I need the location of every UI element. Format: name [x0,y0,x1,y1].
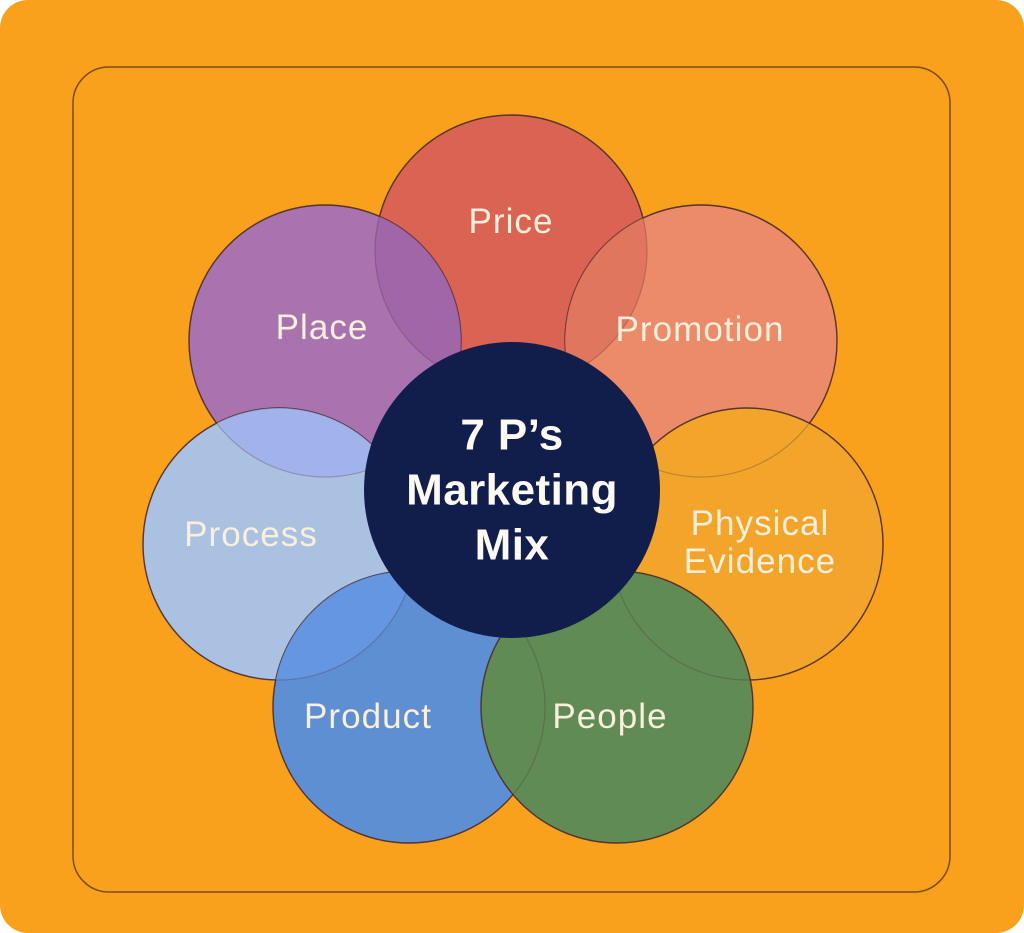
overlap-lens-place-price [375,205,461,387]
overlap-lens-product-process [273,571,415,680]
frame-border [72,66,951,893]
overlap-lens-promotion-price [565,205,647,387]
center-circle [364,342,660,638]
